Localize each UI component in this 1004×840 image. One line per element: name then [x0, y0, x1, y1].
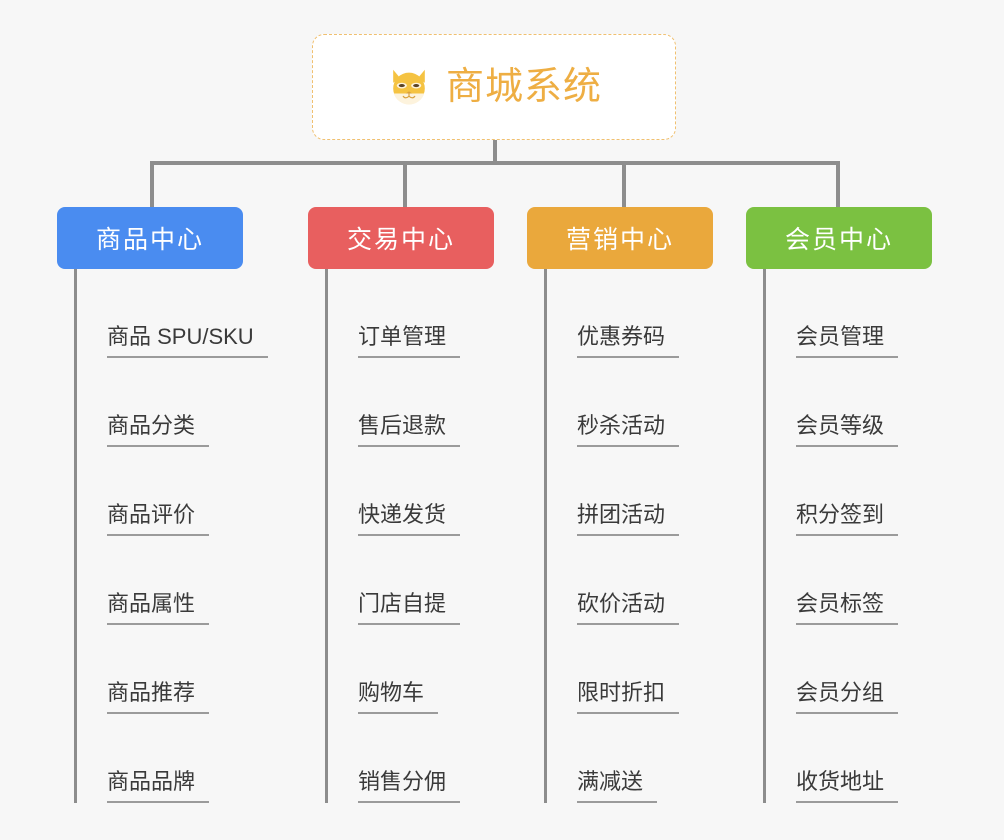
list-item[interactable]: 满减送 [547, 714, 713, 803]
list-item[interactable]: 优惠券码 [547, 269, 713, 358]
leaf-label: 销售分佣 [358, 770, 461, 803]
list-item[interactable]: 收货地址 [766, 714, 932, 803]
list-item[interactable]: 商品品牌 [77, 714, 243, 803]
list-item[interactable]: 商品推荐 [77, 625, 243, 714]
list-item[interactable]: 购物车 [328, 625, 494, 714]
category-header-product-center[interactable]: 商品中心 [57, 207, 243, 269]
leaf-label: 会员标签 [796, 592, 899, 625]
category-header-transaction-center[interactable]: 交易中心 [308, 207, 494, 269]
list-item[interactable]: 售后退款 [328, 358, 494, 447]
list-item[interactable]: 商品属性 [77, 536, 243, 625]
list-item[interactable]: 快递发货 [328, 447, 494, 536]
list-item[interactable]: 秒杀活动 [547, 358, 713, 447]
leaf-label: 商品评价 [107, 503, 210, 536]
connector-drop-2 [403, 161, 407, 207]
category-label: 交易中心 [346, 226, 455, 254]
list-item[interactable]: 拼团活动 [547, 447, 713, 536]
leaf-label: 快递发货 [358, 503, 461, 536]
leaf-list-product-center: 商品 SPU/SKU 商品分类 商品评价 商品属性 商品推荐 商品品牌 [74, 269, 268, 803]
list-item[interactable]: 商品 SPU/SKU [77, 269, 268, 358]
leaf-label: 门店自提 [358, 592, 461, 625]
leaf-label: 优惠券码 [577, 325, 680, 358]
leaf-list-marketing-center: 优惠券码 秒杀活动 拼团活动 砍价活动 限时折扣 满减送 [544, 269, 713, 803]
branch-column-transaction-center: 交易中心 订单管理 售后退款 快递发货 门店自提 购物车 销售分佣 [308, 207, 494, 803]
leaf-label: 商品属性 [107, 592, 210, 625]
branch-column-marketing-center: 营销中心 优惠券码 秒杀活动 拼团活动 砍价活动 限时折扣 满减送 [527, 207, 713, 803]
category-label: 会员中心 [784, 226, 893, 254]
root-node[interactable]: 商城系统 [312, 34, 676, 140]
leaf-label: 订单管理 [358, 325, 461, 358]
leaf-list-transaction-center: 订单管理 售后退款 快递发货 门店自提 购物车 销售分佣 [325, 269, 494, 803]
category-label: 商品中心 [95, 226, 204, 254]
list-item[interactable]: 门店自提 [328, 536, 494, 625]
leaf-label: 会员分组 [796, 681, 899, 714]
leaf-label: 购物车 [358, 681, 439, 714]
list-item[interactable]: 会员标签 [766, 536, 932, 625]
leaf-label: 会员管理 [796, 325, 899, 358]
leaf-label: 积分签到 [796, 503, 899, 536]
connector-drop-3 [622, 161, 626, 207]
list-item[interactable]: 订单管理 [328, 269, 494, 358]
connector-horizontal-bus [150, 161, 840, 165]
branch-column-product-center: 商品中心 商品 SPU/SKU 商品分类 商品评价 商品属性 商品推荐 商品品牌 [57, 207, 268, 803]
leaf-label: 售后退款 [358, 414, 461, 447]
leaf-list-member-center: 会员管理 会员等级 积分签到 会员标签 会员分组 收货地址 [763, 269, 932, 803]
list-item[interactable]: 会员分组 [766, 625, 932, 714]
leaf-label: 砍价活动 [577, 592, 680, 625]
list-item[interactable]: 商品分类 [77, 358, 243, 447]
leaf-label: 商品推荐 [107, 681, 210, 714]
leaf-label: 拼团活动 [577, 503, 680, 536]
shiba-dog-face-icon [393, 69, 425, 105]
list-item[interactable]: 砍价活动 [547, 536, 713, 625]
root-title: 商城系统 [445, 66, 602, 108]
leaf-label: 秒杀活动 [577, 414, 680, 447]
leaf-label: 商品分类 [107, 414, 210, 447]
list-item[interactable]: 积分签到 [766, 447, 932, 536]
branch-column-member-center: 会员中心 会员管理 会员等级 积分签到 会员标签 会员分组 收货地址 [746, 207, 932, 803]
list-item[interactable]: 商品评价 [77, 447, 243, 536]
connector-drop-4 [836, 161, 840, 207]
connector-drop-1 [150, 161, 154, 207]
list-item[interactable]: 会员等级 [766, 358, 932, 447]
leaf-label: 满减送 [577, 770, 658, 803]
leaf-label: 商品 SPU/SKU [107, 325, 268, 358]
leaf-label: 会员等级 [796, 414, 899, 447]
category-header-marketing-center[interactable]: 营销中心 [527, 207, 713, 269]
category-label: 营销中心 [565, 226, 674, 254]
leaf-label: 限时折扣 [577, 681, 680, 714]
connector-root-stem [493, 140, 497, 164]
list-item[interactable]: 销售分佣 [328, 714, 494, 803]
category-header-member-center[interactable]: 会员中心 [746, 207, 932, 269]
list-item[interactable]: 会员管理 [766, 269, 932, 358]
list-item[interactable]: 限时折扣 [547, 625, 713, 714]
leaf-label: 商品品牌 [107, 770, 210, 803]
leaf-label: 收货地址 [796, 770, 899, 803]
